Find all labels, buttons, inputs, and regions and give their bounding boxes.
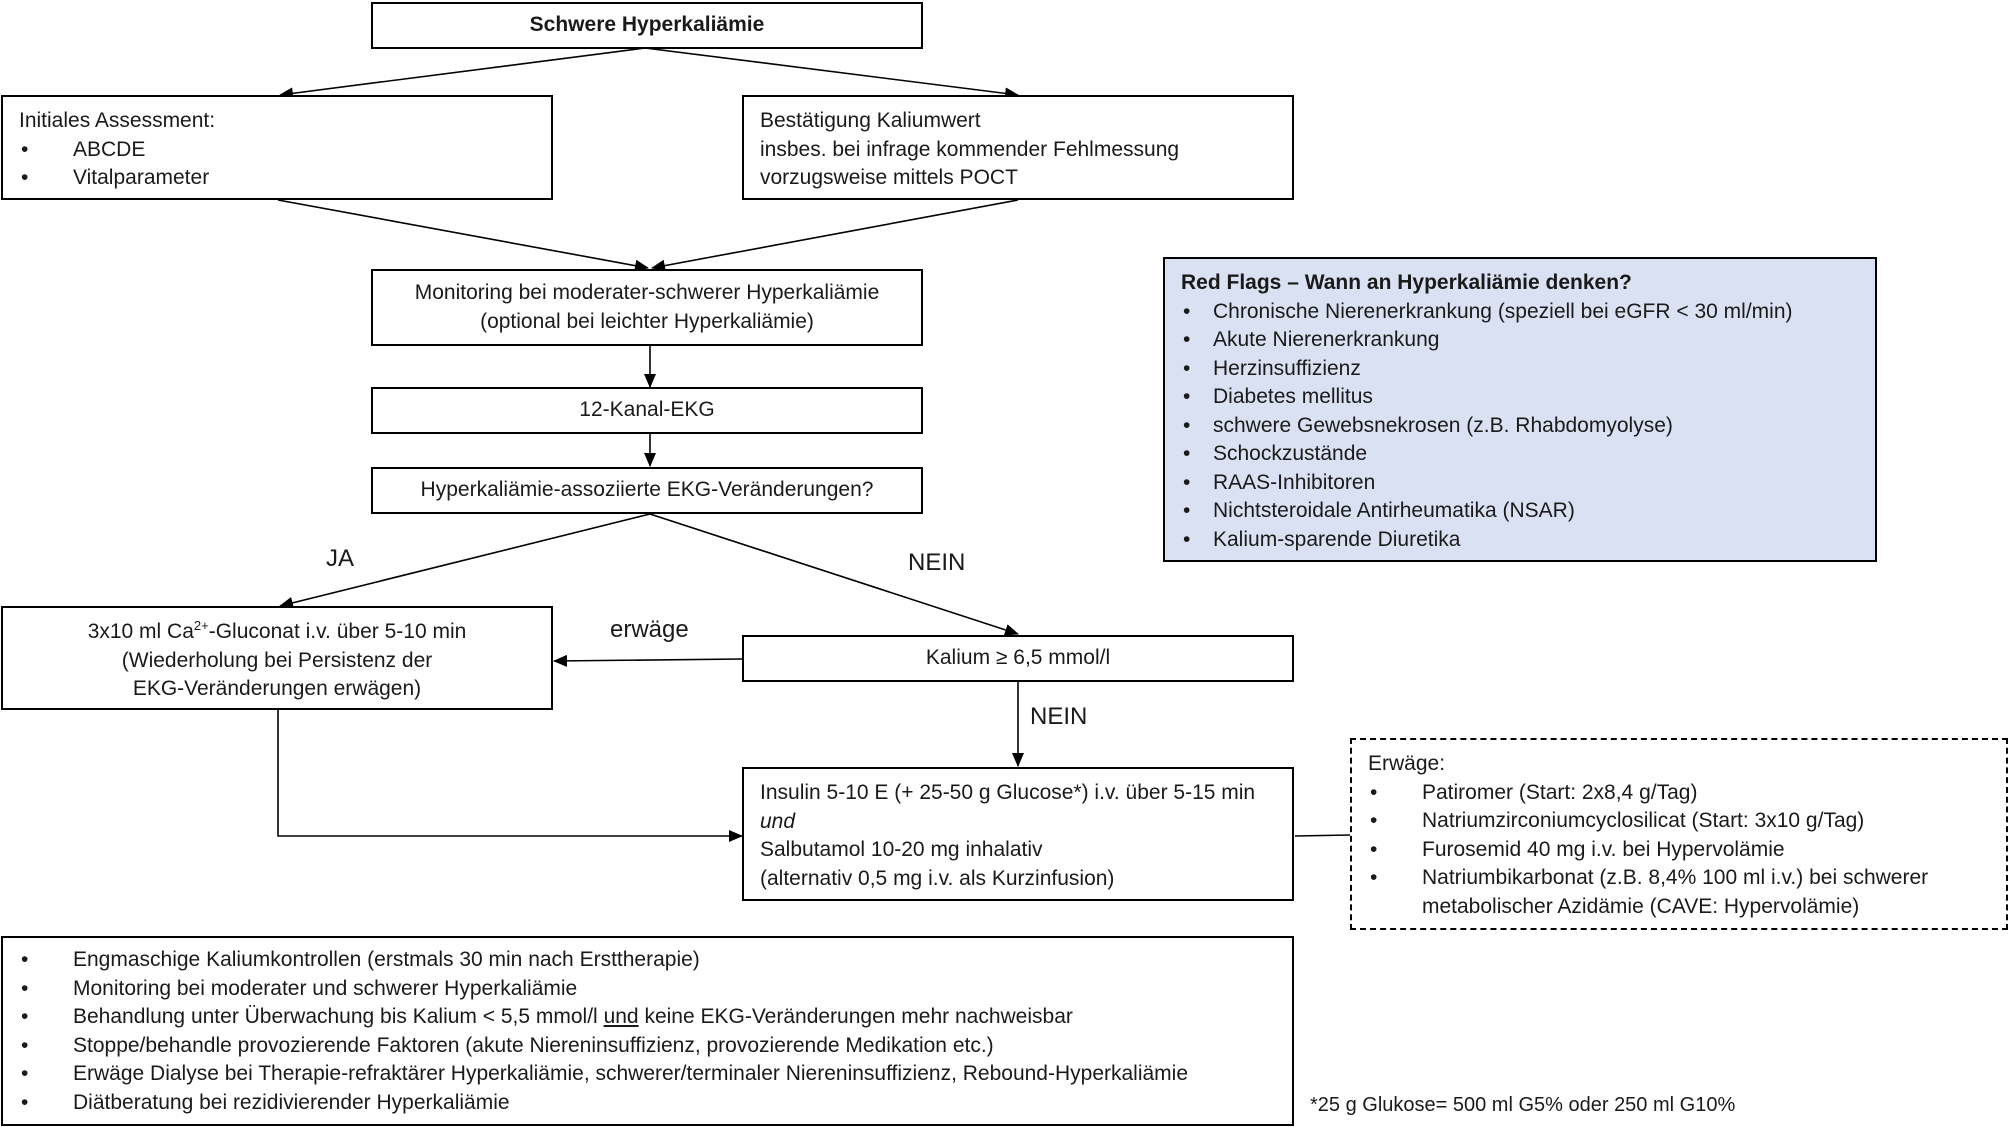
insulin-and: und bbox=[760, 809, 796, 833]
edge-label-no-second: NEIN bbox=[1030, 703, 1088, 730]
edge-calcium-to-insulin bbox=[277, 710, 743, 842]
followup-item3-end: keine EKG-Veränderungen mehr nachweisbar bbox=[638, 1005, 1073, 1028]
list-item: Chronische Nierenerkrankung (speziell be… bbox=[1181, 298, 1859, 327]
calcium-superscript: 2+ bbox=[193, 618, 209, 634]
confirm-line: insbes. bei infrage kommender Fehlmessun… bbox=[760, 137, 1180, 161]
edge-kalium-to-calcium bbox=[553, 654, 743, 667]
monitoring-line: (optional bei leichter Hyperkaliämie) bbox=[480, 309, 814, 333]
list-item: Furosemid 40 mg i.v. bei Hypervolämie bbox=[1368, 836, 1990, 865]
confirm-line: Bestätigung Kaliumwert bbox=[760, 109, 981, 132]
ecg-question-text: Hyperkaliämie-assoziierte EKG-Veränderun… bbox=[420, 478, 874, 502]
list-item: Herzinsuffizienz bbox=[1181, 355, 1859, 384]
edge-title-to-confirm bbox=[644, 47, 1019, 100]
list-item: schwere Gewebsnekrosen (z.B. Rhabdomyoly… bbox=[1181, 412, 1859, 441]
node-title-text: Schwere Hyperkaliämie bbox=[529, 13, 765, 37]
list-item: Kalium-sparende Diuretika bbox=[1181, 526, 1859, 555]
edge-assessment-to-monitoring bbox=[277, 199, 649, 272]
list-item: Nichtsteroidale Antirheumatika (NSAR) bbox=[1181, 497, 1859, 526]
salbutamol-alt-line: (alternativ 0,5 mg i.v. als Kurzinfusion… bbox=[760, 866, 1115, 890]
list-item: Monitoring bei moderater und schwerer Hy… bbox=[19, 975, 1276, 1004]
potassium-threshold-text: Kalium ≥ 6,5 mmol/l bbox=[925, 646, 1111, 670]
node-calcium-gluconate: 3x10 ml Ca2+-Gluconat i.v. über 5-10 min… bbox=[1, 606, 553, 710]
edge-label-yes: JA bbox=[326, 545, 355, 572]
calcium-gluconate-text: -Gluconat i.v. über 5-10 min bbox=[208, 620, 467, 644]
list-item: Behandlung unter Überwachung bis Kalium … bbox=[19, 1003, 1276, 1032]
insulin-line: Insulin 5-10 E (+ 25-50 g Glucose*) i.v.… bbox=[760, 781, 1256, 804]
list-item: Diabetes mellitus bbox=[1181, 383, 1859, 412]
calcium-line-2: (Wiederholung bei Persistenz der bbox=[121, 648, 433, 672]
edge-insulin-to-consider bbox=[1294, 834, 1351, 837]
node-initial-assessment: Initiales Assessment: ABCDE Vitalparamet… bbox=[1, 95, 553, 200]
list-item: Stoppe/behandle provozierende Faktoren (… bbox=[19, 1032, 1276, 1061]
node-ecg-changes-question: Hyperkaliämie-assoziierte EKG-Veränderun… bbox=[371, 467, 923, 514]
node-confirm-potassium: Bestätigung Kaliumwert insbes. bei infra… bbox=[742, 95, 1294, 200]
node-potassium-threshold: Kalium ≥ 6,5 mmol/l bbox=[742, 635, 1294, 682]
edge-label-consider: erwäge bbox=[610, 616, 689, 643]
list-item: Akute Nierenerkrankung bbox=[1181, 326, 1859, 355]
edge-question-yes bbox=[279, 513, 651, 609]
edge-label-no: NEIN bbox=[908, 549, 966, 576]
node-follow-up-measures: Engmaschige Kaliumkontrollen (erstmals 3… bbox=[1, 936, 1294, 1126]
calcium-line-3: EKG-Veränderungen erwägen) bbox=[132, 677, 422, 701]
list-item: Erwäge Dialyse bei Therapie-refraktärer … bbox=[19, 1060, 1276, 1089]
assessment-heading: Initiales Assessment: bbox=[19, 109, 216, 132]
list-item: Natriumbikarbonat (z.B. 8,4% 100 ml i.v.… bbox=[1368, 864, 1990, 921]
node-consider-options: Erwäge: Patiromer (Start: 2x8,4 g/Tag) N… bbox=[1350, 738, 2008, 930]
panel-red-flags: Red Flags – Wann an Hyperkaliämie denken… bbox=[1163, 257, 1877, 562]
calcium-line-1: 3x10 ml Ca2+-Gluconat i.v. über 5-10 min bbox=[88, 612, 467, 647]
monitoring-line: Monitoring bei moderater-schwerer Hyperk… bbox=[414, 281, 880, 304]
edge-confirm-to-monitoring bbox=[651, 199, 1019, 272]
ecg-text: 12-Kanal-EKG bbox=[579, 398, 715, 422]
node-monitoring: Monitoring bei moderater-schwerer Hyperk… bbox=[371, 269, 923, 346]
followup-item3-and: und bbox=[603, 1005, 639, 1028]
node-insulin-salbutamol: Insulin 5-10 E (+ 25-50 g Glucose*) i.v.… bbox=[742, 767, 1294, 901]
followup-item3-start: Behandlung unter Überwachung bis Kalium … bbox=[73, 1005, 604, 1028]
salbutamol-line: Salbutamol 10-20 mg inhalativ bbox=[760, 838, 1043, 861]
node-12-lead-ecg: 12-Kanal-EKG bbox=[371, 387, 923, 434]
edge-question-no bbox=[649, 513, 1019, 636]
list-item: Engmaschige Kaliumkontrollen (erstmals 3… bbox=[19, 946, 1276, 975]
red-flags-heading: Red Flags – Wann an Hyperkaliämie denken… bbox=[1181, 271, 1632, 294]
edge-title-to-assessment bbox=[279, 47, 646, 100]
list-item: Diätberatung bei rezidivierender Hyperka… bbox=[19, 1089, 1276, 1118]
node-severe-hyperkalemia: Schwere Hyperkaliämie bbox=[371, 2, 923, 49]
consider-heading: Erwäge: bbox=[1368, 752, 1446, 775]
confirm-line: vorzugsweise mittels POCT bbox=[760, 166, 1018, 189]
list-item: Patiromer (Start: 2x8,4 g/Tag) bbox=[1368, 779, 1990, 808]
list-item: RAAS-Inhibitoren bbox=[1181, 469, 1859, 498]
glucose-footnote: *25 g Glukose= 500 ml G5% oder 250 ml G1… bbox=[1310, 1094, 1736, 1116]
list-item: ABCDE bbox=[19, 136, 535, 165]
calcium-dose-text: 3x10 ml Ca bbox=[87, 620, 194, 644]
list-item: Schockzustände bbox=[1181, 440, 1859, 469]
list-item: Natriumzirconiumcyclosilicat (Start: 3x1… bbox=[1368, 807, 1990, 836]
list-item: Vitalparameter bbox=[19, 164, 535, 193]
